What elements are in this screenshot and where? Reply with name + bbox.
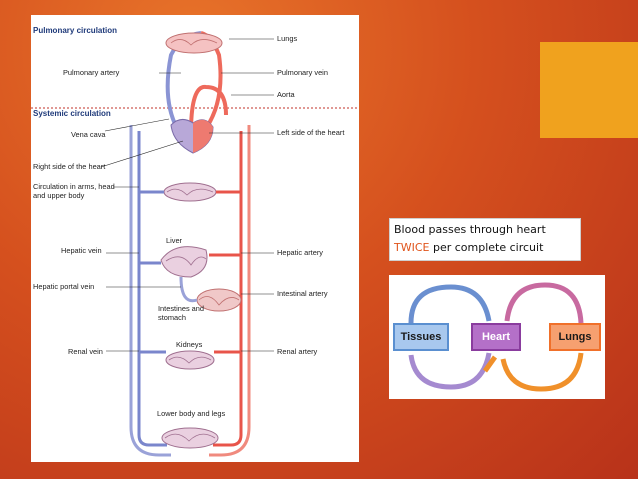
upper-body-capillary-bed: [139, 182, 241, 202]
renal-artery-label: Renal artery: [277, 347, 318, 356]
caption-line-1: Blood passes through heart: [394, 223, 546, 236]
lower-body-capillary-bed: [161, 427, 219, 449]
lungs-to-heart-arrow: [500, 352, 584, 392]
artery-trunk-outer: [209, 125, 251, 457]
heart-left-side: [193, 119, 213, 153]
arms-circulation-label: Circulation in arms, head and upper body: [33, 182, 115, 200]
systemic-circulation-header: Systemic circulation: [33, 109, 111, 118]
kidneys-label: Kidneys: [176, 340, 203, 349]
hepatic-vein-label: Hepatic vein: [61, 246, 102, 255]
intestine-capillary-bed: [179, 276, 242, 312]
heart-box: Heart: [471, 323, 521, 351]
accent-square: [540, 42, 638, 138]
aorta-label: Aorta: [277, 90, 295, 99]
pulmonary-vein-label: Pulmonary vein: [277, 68, 328, 77]
left-heart-label: Left side of the heart: [277, 128, 345, 137]
hepatic-portal-vein-label: Hepatic portal vein: [33, 282, 95, 291]
lungs-label: Lungs: [277, 34, 298, 43]
heart-to-tissues-arrow: [408, 352, 492, 390]
cycle-arrows: [408, 282, 584, 392]
vein-trunk: [137, 131, 167, 447]
caption-emphasis: TWICE: [394, 241, 430, 254]
pulmonary-artery-label: Pulmonary artery: [63, 68, 120, 77]
vein-trunk-outer: [129, 125, 171, 457]
circulation-diagram: Pulmonary circulation Systemic circulati…: [31, 15, 359, 462]
heart-cycle-mini-diagram: Tissues Heart Lungs: [389, 275, 605, 399]
liver-label: Liver: [166, 236, 183, 245]
intestines-label: Intestines and stomach: [158, 304, 205, 322]
kidney-capillary-bed: [139, 350, 241, 370]
right-heart-label: Right side of the heart: [33, 162, 106, 171]
aorta-arch: [189, 85, 228, 134]
lungs-box: Lungs: [549, 323, 601, 351]
arrow-head-lungs-heart: [482, 355, 498, 373]
circulation-drawing: [31, 31, 359, 457]
lower-body-label: Lower body and legs: [157, 409, 226, 418]
tissues-box: Tissues: [393, 323, 449, 351]
renal-vein-label: Renal vein: [68, 347, 103, 356]
caption-line-2-rest: per complete circuit: [429, 241, 544, 254]
artery-trunk: [213, 131, 243, 447]
caption-box: Blood passes through heart TWICE per com…: [389, 218, 581, 261]
tissues-to-heart-arrow: [408, 284, 492, 324]
hepatic-artery-label: Hepatic artery: [277, 248, 324, 257]
heart-to-lungs-arrow: [504, 282, 584, 324]
vena-cava-label: Vena cava: [71, 130, 106, 139]
intestinal-artery-label: Intestinal artery: [277, 289, 328, 298]
pulmonary-circulation-header: Pulmonary circulation: [33, 26, 118, 35]
lungs-capillary-bed: [165, 32, 223, 54]
leader-lines: [100, 38, 274, 352]
caption-line-2: TWICE per complete circuit: [394, 241, 543, 254]
liver-capillary-bed: [139, 246, 241, 278]
